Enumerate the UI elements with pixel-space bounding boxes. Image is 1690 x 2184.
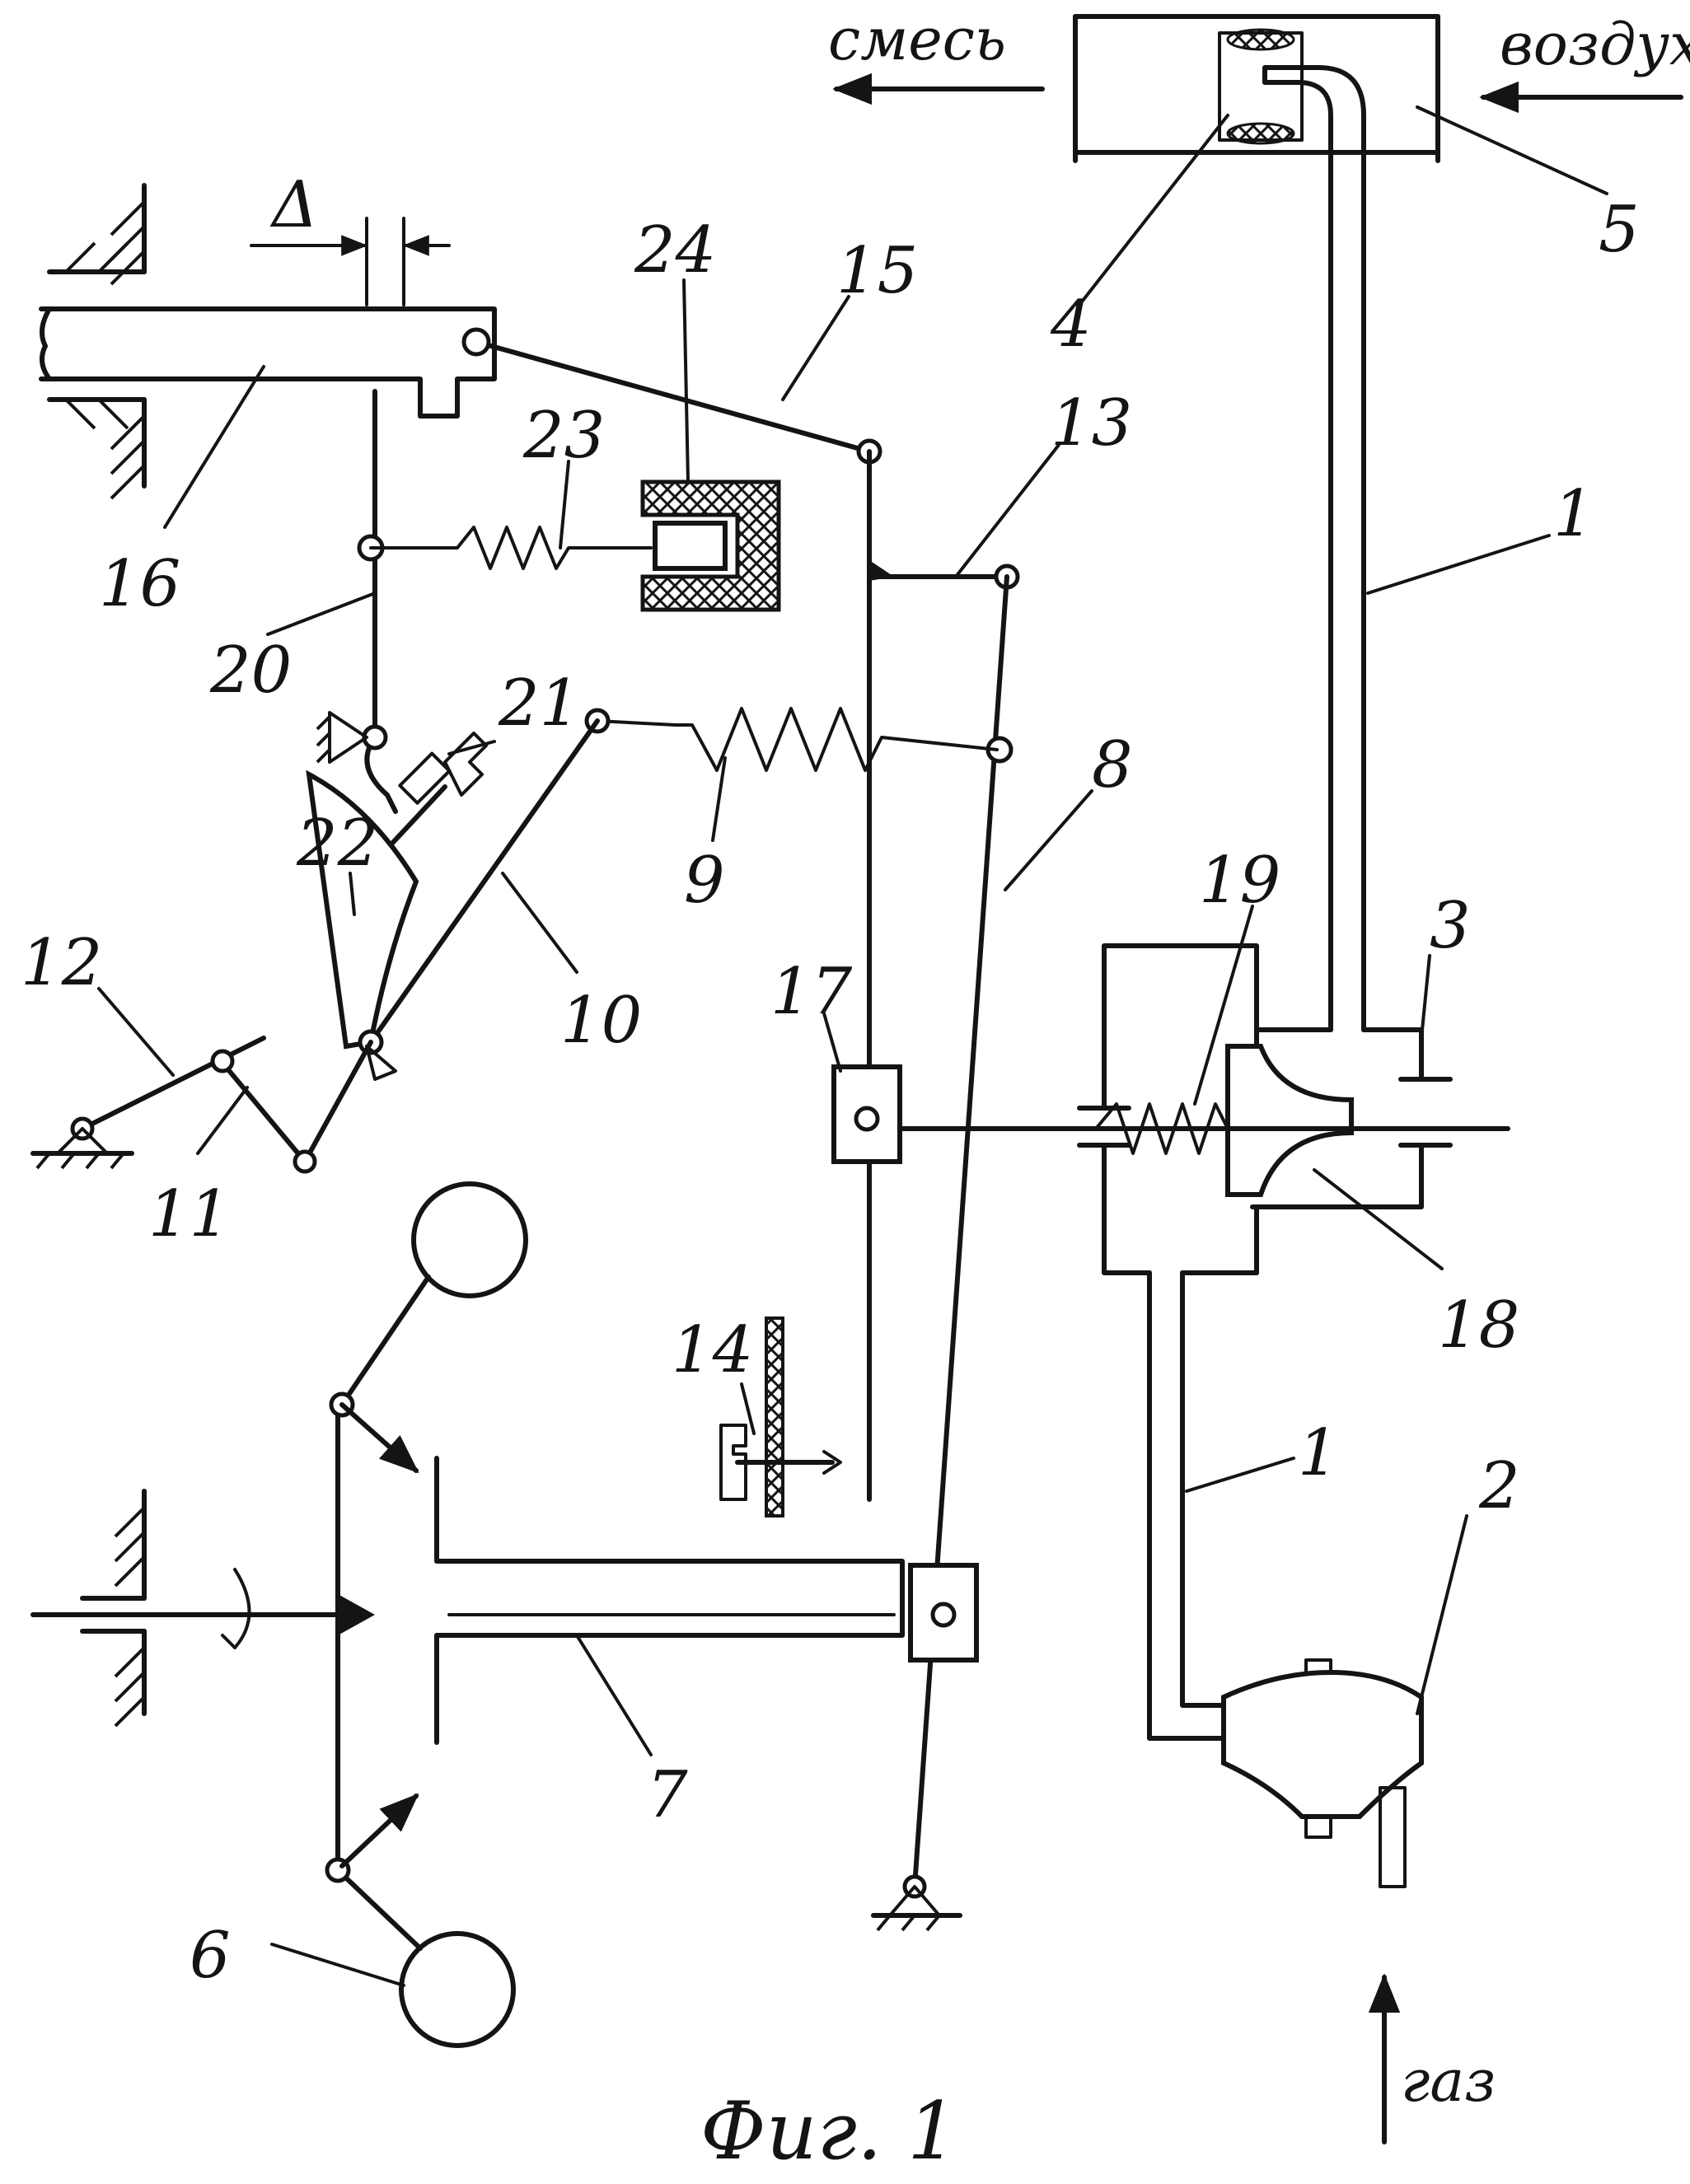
label-8: 8 <box>1092 728 1133 802</box>
gas-label: газ <box>1401 2047 1496 2115</box>
label-16: 16 <box>99 547 180 621</box>
rod-8 <box>915 577 1007 1887</box>
label-13: 13 <box>1051 386 1132 461</box>
pivot-20 <box>317 713 367 762</box>
label-20: 20 <box>209 634 292 708</box>
label-14: 14 <box>672 1313 753 1387</box>
slider-17 <box>834 1067 900 1162</box>
gas-pipe-upper <box>1331 511 1364 1030</box>
label-19: 19 <box>1199 844 1280 918</box>
spring-9 <box>597 709 997 770</box>
spring-23 <box>371 527 651 568</box>
figure-caption: Фиг. 1 <box>700 2085 957 2177</box>
label-3: 3 <box>1430 889 1471 963</box>
label-24: 24 <box>634 213 716 288</box>
governor-sleeve-7 <box>338 1405 902 1870</box>
label-4: 4 <box>1050 288 1092 362</box>
label-7: 7 <box>647 1758 688 1832</box>
lever-13 <box>869 451 1007 1499</box>
label-1-lower: 1 <box>1298 1416 1339 1490</box>
label-6: 6 <box>190 1919 231 1993</box>
wall-top-left <box>49 185 144 498</box>
label-10: 10 <box>560 984 642 1058</box>
gas-reducer-2 <box>1224 1660 1421 1887</box>
wall-bottom-left <box>82 1491 144 1726</box>
label-11: 11 <box>148 1177 230 1251</box>
label-21: 21 <box>498 666 580 741</box>
links-11-12 <box>33 1038 371 1172</box>
label-2: 2 <box>1478 1449 1520 1523</box>
label-1-upper: 1 <box>1553 477 1594 551</box>
label-9: 9 <box>684 844 725 918</box>
rotation-arrow <box>222 1569 250 1648</box>
label-15: 15 <box>836 234 918 308</box>
air-label: воздух <box>1500 11 1690 78</box>
mixture-label: смесь <box>828 6 1006 73</box>
label-12: 12 <box>21 926 102 1000</box>
label-23: 23 <box>522 399 605 473</box>
pivot-8 <box>873 1877 960 1930</box>
label-5: 5 <box>1599 193 1640 267</box>
gas-pipe-lower <box>1149 1273 1224 1738</box>
label-22: 22 <box>296 807 378 881</box>
screw-21 <box>387 733 486 849</box>
pivot-22 <box>367 1046 396 1079</box>
slider-near-8 <box>911 1565 976 1660</box>
label-18: 18 <box>1438 1288 1519 1363</box>
gap-symbol: Δ <box>269 168 318 242</box>
valve-disk-18 <box>1228 1046 1351 1195</box>
label-17: 17 <box>770 955 853 1029</box>
solenoid-24 <box>643 482 779 610</box>
